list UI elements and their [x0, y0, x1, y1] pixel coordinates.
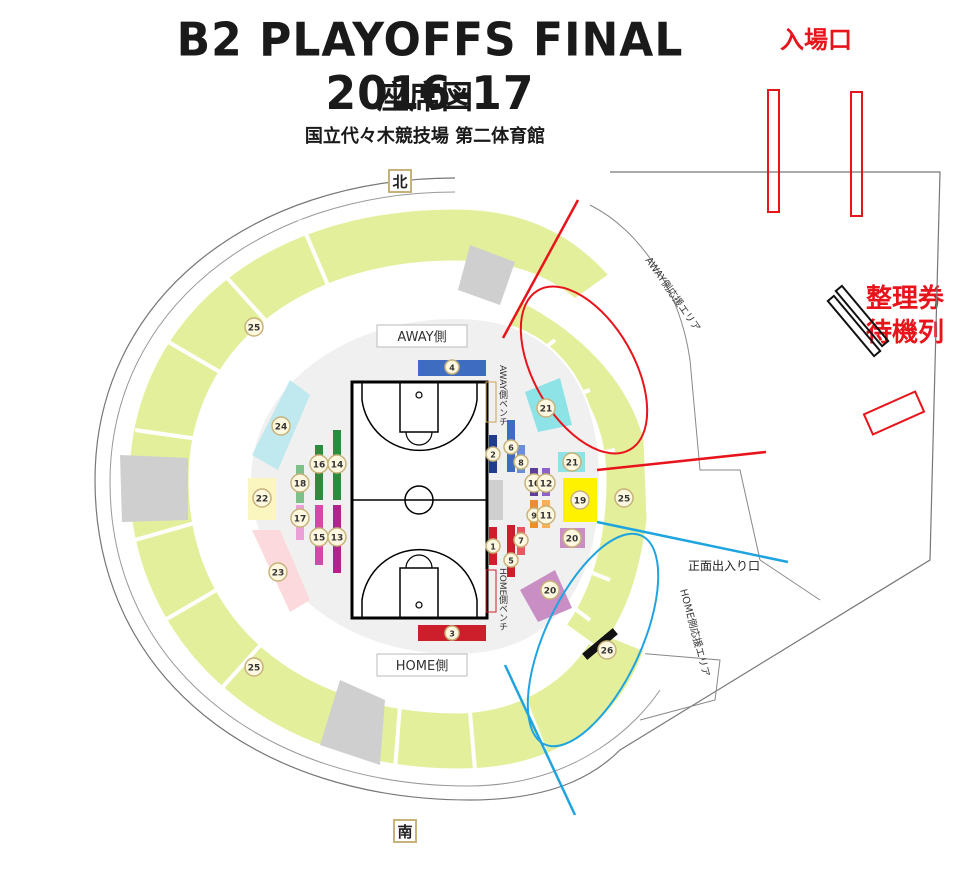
section-badge-circle-1 [485, 538, 501, 554]
away-side-label: AWAY側 [397, 330, 446, 345]
north-marker-box [388, 169, 412, 193]
home-zone-ellipse [526, 532, 660, 748]
section-badge-16: 16 [313, 461, 326, 471]
section-badge-circle-13 [327, 527, 347, 547]
home-side-label: HOME側 [396, 659, 448, 674]
home-side-label-box [376, 653, 468, 677]
section-badge-circle-25 [614, 488, 634, 508]
section-badge-17: 17 [294, 515, 307, 525]
section-badge-25: 25 [618, 495, 631, 505]
section-badge-15: 15 [313, 534, 326, 544]
section-badge-circle-4 [444, 359, 460, 375]
section-badge-circle-18 [290, 473, 310, 493]
section-badge-circle-3 [444, 625, 460, 641]
section-badge-circle-25 [244, 657, 264, 677]
section-badge-circle-19 [570, 490, 590, 510]
corridor-outline [589, 204, 821, 721]
entrance-label: 入場口 [780, 26, 852, 54]
section-badge-9: 9 [531, 512, 537, 521]
section-badge-circle-21 [562, 452, 582, 472]
section-badge-8: 8 [518, 459, 524, 468]
section-badge-18: 18 [294, 480, 307, 490]
away-zone-lines [501, 199, 767, 472]
section-badge-14: 14 [331, 461, 344, 471]
page-subtitle: 座席図 [376, 78, 473, 116]
away-bench-label: AWAY側ベンチ [497, 365, 508, 426]
north-marker: 北 [392, 173, 407, 191]
section-badge-circle-25 [244, 317, 264, 337]
section-badge-circle-17 [290, 508, 310, 528]
inner-wall-outline [109, 191, 661, 787]
section-badge-circle-14 [327, 454, 347, 474]
gray-seat-block-north [458, 245, 515, 305]
venue-name: 国立代々木競技場 第二体育館 [304, 126, 546, 147]
section-badge-7: 7 [518, 537, 524, 546]
ticket-queue-label-line1: 整理券 [866, 284, 945, 314]
away-bench-box [485, 381, 497, 423]
basketball-court [350, 380, 489, 620]
section-badge-circle-23 [268, 562, 288, 582]
section-badge-circle-5 [503, 552, 519, 568]
section-badge-25: 25 [248, 664, 261, 674]
section-badge-circle-12 [536, 473, 556, 493]
section-badge-22: 22 [256, 495, 269, 505]
entrance-gate-right [850, 91, 863, 217]
section-badge-circle-11 [536, 505, 556, 525]
section-badge-circle-21 [536, 398, 556, 418]
away-zone-ellipse [519, 285, 649, 455]
section-badge-10: 10 [528, 480, 541, 490]
gray-seat-block-south [320, 680, 385, 765]
section-badge-circle-2 [485, 446, 501, 462]
section-badge-20: 20 [566, 535, 579, 545]
section-badge-2: 2 [490, 451, 496, 460]
away-side-label-box [376, 324, 468, 348]
section-badge-circle-7 [513, 532, 529, 548]
section-badge-12: 12 [540, 480, 553, 490]
away-support-area-label: AWAY側応援エリア [643, 254, 704, 333]
section-badge-4: 4 [449, 364, 455, 373]
section-badge-circle-22 [252, 488, 272, 508]
section-badge-3: 3 [449, 630, 455, 639]
section-badge-circle-6 [503, 439, 519, 455]
section-badge-21: 21 [566, 459, 579, 469]
section-badge-5: 5 [508, 557, 514, 566]
section-5-bar [507, 525, 515, 577]
section-badge-circle-26 [597, 640, 617, 660]
home-bench-label: HOME側ベンチ [497, 568, 508, 631]
section-badge-19: 19 [574, 497, 587, 507]
south-marker: 南 [397, 823, 412, 841]
gray-seat-block-west [120, 455, 188, 522]
outer-wall-outline [94, 171, 941, 801]
south-marker-box [393, 819, 417, 843]
section-badge-6: 6 [508, 444, 514, 453]
home-support-area-label: HOME側応援エリア [677, 587, 713, 678]
section-badge-24: 24 [275, 423, 288, 433]
page-title: B2 PLAYOFFS FINAL 2016-17 [176, 13, 684, 121]
section-badge-circle-20 [562, 528, 582, 548]
section-badge-1: 1 [490, 543, 496, 552]
home-floor-block [489, 480, 503, 520]
section-badge-25: 25 [248, 324, 261, 334]
entrance-gate-left [767, 89, 780, 213]
home-zone-lines [503, 520, 789, 816]
section-badge-23: 23 [272, 569, 285, 579]
home-bench-box [485, 569, 497, 613]
section-badge-circle-8 [513, 454, 529, 470]
main-entrance-label: 正面出入り口 [688, 559, 760, 573]
section-badge-21: 21 [540, 405, 553, 415]
section-badge-26: 26 [601, 647, 614, 657]
ticket-queue-box [862, 390, 926, 436]
section-badge-circle-20 [540, 580, 560, 600]
section-badge-13: 13 [331, 534, 344, 544]
section-badge-11: 11 [540, 512, 553, 522]
queue-lanes [826, 284, 890, 358]
section-badge-circle-24 [271, 416, 291, 436]
section-badge-20: 20 [544, 587, 557, 597]
